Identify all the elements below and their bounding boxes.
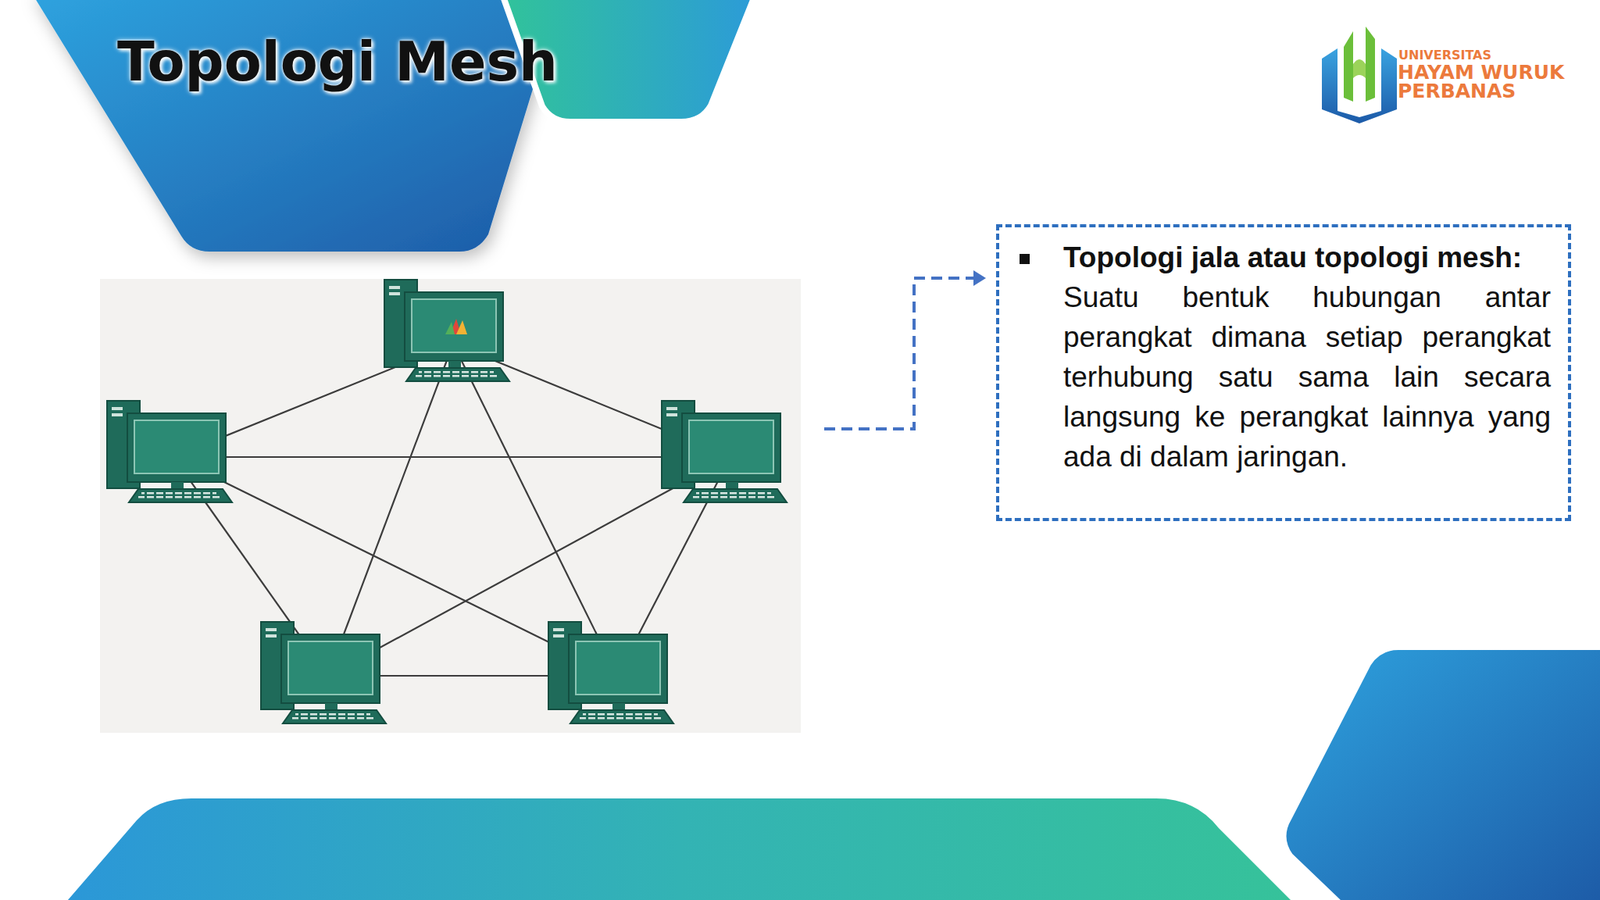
pointer-arrow [824,270,986,429]
mesh-links [173,343,731,676]
header-hexagon [31,0,563,252]
illustration-background [100,278,801,733]
logo-text: UNIVERSITAS [1398,49,1492,62]
definition-term: Topologi jala atau topologi mesh: [1063,238,1551,278]
logo-text: HAYAM WURUK [1397,62,1565,83]
corner-hexagon [1283,647,1600,900]
computer-icons [107,279,787,724]
slide-title: Topologi Mesh [117,29,558,94]
logo-text: PERBANAS [1397,81,1516,101]
university-logo [1321,26,1397,124]
bullet-marker [1019,253,1030,265]
definition-text: Suatu bentuk hubungan antar perangkat di… [1063,277,1551,477]
definition-box: Topologi jala atau topologi mesh:Suatu b… [996,224,1572,522]
footer-band [62,798,1297,900]
